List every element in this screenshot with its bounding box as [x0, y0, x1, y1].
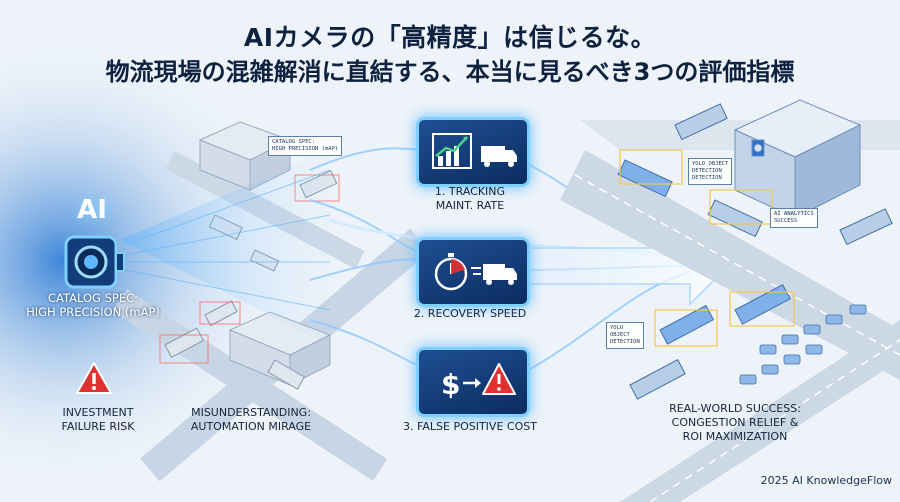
footer-credit: 2025 AI KnowledgeFlow — [760, 474, 892, 487]
real-world-success-label: REAL-WORLD SUCCESS: CONGESTION RELIEF & … — [669, 402, 801, 443]
metric-card-tracking — [416, 117, 530, 187]
automation-mirage-label: MISUNDERSTANDING: AUTOMATION MIRAGE — [190, 406, 312, 433]
warning-icon — [76, 362, 112, 394]
catalog-spec-tag: CATALOG SPEC: HIGH PRECISION (mAP) — [268, 136, 343, 157]
right-detection-boxes — [619, 149, 795, 347]
ai-camera: AI — [62, 195, 126, 305]
beam-lines — [124, 169, 331, 311]
metric-1-label: 1. TRACKING MAINT. RATE — [434, 185, 506, 212]
metric-card-recovery — [416, 237, 530, 307]
svg-text:$: $ — [441, 368, 460, 401]
title-line-2: 物流現場の混雑解消に直結する、本当に見るべき3つの評価指標 — [105, 58, 795, 86]
catalog-spec-label: CATALOG SPEC: HIGH PRECISION (mAP) — [26, 291, 160, 320]
ai-camera-text: AI — [77, 195, 107, 225]
title-line-1: AIカメラの「高精度」は信じるな。 — [243, 23, 657, 52]
right-road-markings — [574, 174, 900, 502]
left-detection-boxes — [159, 174, 340, 364]
yolo-detection-tag-bottom: YOLO OBJECT DETECTION — [606, 322, 644, 350]
chart-truck-icon — [432, 133, 517, 169]
right-trucks — [617, 103, 893, 400]
parked-cars — [739, 304, 867, 385]
metric-card-false-positive: $ — [416, 347, 530, 417]
yolo-detection-tag-top: YOLO OBJECT DETECTION DETECTION — [688, 158, 733, 186]
right-building — [733, 99, 862, 219]
investment-risk-label: INVESTMENT FAILURE RISK — [61, 406, 135, 433]
stopwatch-truck-icon — [434, 253, 517, 291]
metric-3-label: 3. FALSE POSITIVE COST — [403, 420, 537, 433]
ai-analytics-tag: AI ANALYTICS SUCCESS — [770, 208, 818, 229]
camera-beam — [120, 150, 330, 345]
metric-2-label: 2. RECOVERY SPEED — [413, 307, 527, 320]
camera-icon — [64, 235, 125, 289]
dollar-warning-icon: $ — [441, 363, 516, 401]
